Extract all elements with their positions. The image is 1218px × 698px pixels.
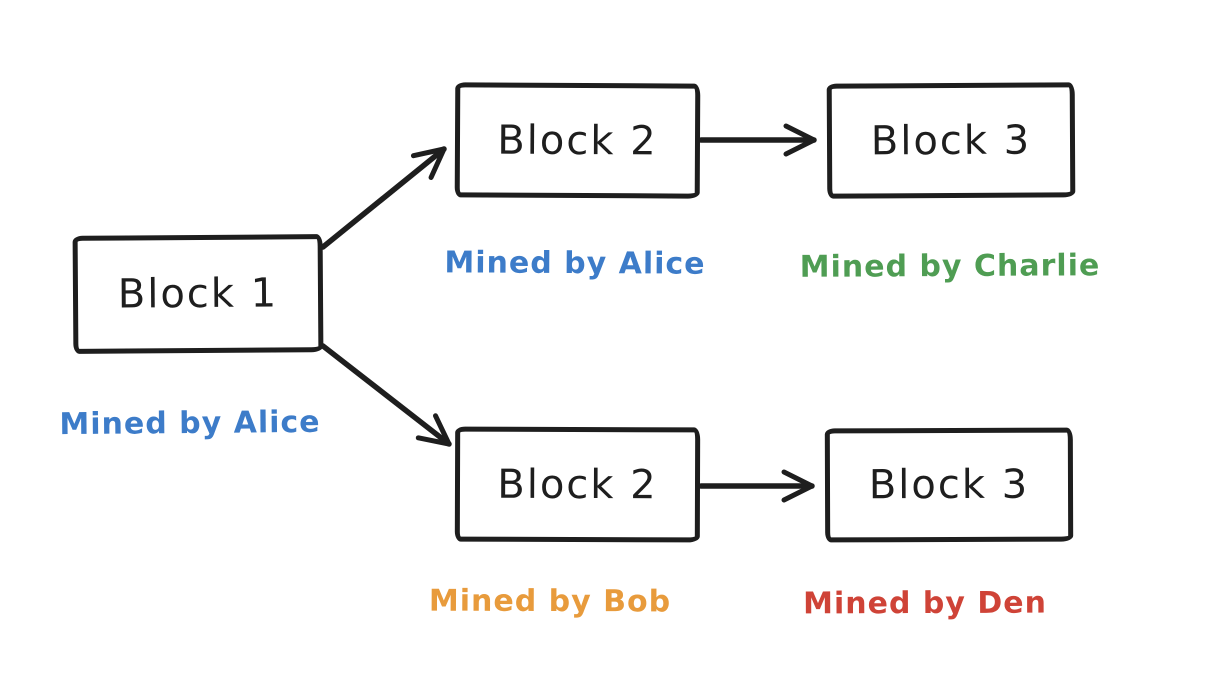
block-node-1: Block 1 [72, 234, 324, 354]
miner-label-block1: Mined by Alice [59, 404, 321, 443]
miner-label-bottom-block3: Mined by Den [803, 585, 1047, 622]
block-node-3-top: Block 3 [826, 82, 1076, 199]
block-label: Block 2 [497, 461, 658, 508]
miner-label-bottom-block2: Mined by Bob [428, 583, 672, 620]
block-node-2-top: Block 2 [454, 82, 701, 199]
block-label: Block 3 [870, 117, 1032, 164]
block-label: Block 3 [868, 461, 1030, 509]
block-label: Block 1 [117, 270, 279, 318]
block-node-2-bottom: Block 2 [454, 426, 701, 543]
arrow-block1-to-top-block2 [320, 146, 447, 250]
block-label: Block 2 [497, 117, 658, 164]
miner-label-top-block2: Mined by Alice [444, 245, 706, 282]
block-node-3-bottom: Block 3 [824, 427, 1074, 543]
miner-label-top-block3: Mined by Charlie [799, 248, 1101, 285]
